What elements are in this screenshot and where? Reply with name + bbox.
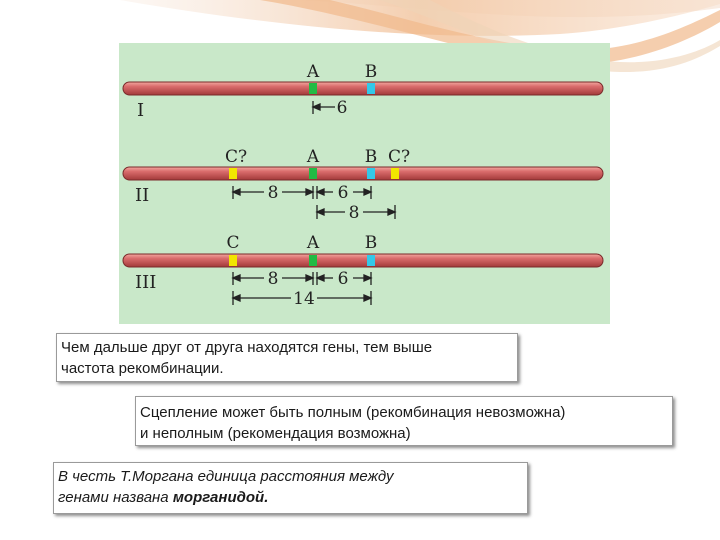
recombination-note: Чем дальше друг от друга находятся гены,… xyxy=(56,333,518,382)
note-line: Сцепление может быть полным (рекомбинаци… xyxy=(140,404,566,421)
morganida-note: В честь Т.Моргана единица расстояния меж… xyxy=(53,462,528,514)
row-numeral: II xyxy=(135,185,149,206)
gene-marker-a xyxy=(309,255,317,266)
distance-arrow xyxy=(311,101,335,114)
chromosome-1 xyxy=(122,81,604,96)
note-text: генами названа xyxy=(58,489,173,506)
distance-arrow xyxy=(231,186,315,199)
distance-label: 14 xyxy=(293,289,315,309)
gene-map-figure: A B I 6 C? A B C? II 8 xyxy=(119,43,610,324)
gene-label-c-right: C? xyxy=(388,147,410,167)
chromosome-2 xyxy=(122,166,604,181)
gene-label-c-left: C? xyxy=(225,147,247,167)
gene-label-b: B xyxy=(365,233,378,253)
note-line: частота рекомбинации. xyxy=(61,360,224,377)
gene-marker-b xyxy=(367,255,375,266)
distance-label: 6 xyxy=(337,98,348,118)
gene-map-diagram: A B I 6 C? A B C? II 8 xyxy=(122,62,604,309)
distance-label: 8 xyxy=(349,203,360,223)
distance-label: 8 xyxy=(268,183,279,203)
gene-marker-b xyxy=(367,83,375,94)
gene-marker-c xyxy=(229,255,237,266)
distance-arrow xyxy=(231,272,315,285)
distance-arrow xyxy=(315,272,373,285)
gene-marker-a xyxy=(309,83,317,94)
gene-label-a: A xyxy=(306,233,320,253)
distance-label: 6 xyxy=(338,269,349,289)
row-numeral: I xyxy=(137,100,144,121)
gene-label-a: A xyxy=(306,62,320,82)
distance-label: 8 xyxy=(268,269,279,289)
row-numeral: III xyxy=(135,272,156,293)
gene-label-b: B xyxy=(365,62,378,82)
distance-arrow xyxy=(315,205,397,219)
header-decoration xyxy=(0,0,720,73)
distance-arrow xyxy=(315,186,373,199)
note-line: В честь Т.Моргана единица расстояния меж… xyxy=(58,468,394,485)
gene-marker-a xyxy=(309,168,317,179)
term-morganida: морганидой. xyxy=(172,489,269,506)
linkage-note: Сцепление может быть полным (рекомбинаци… xyxy=(135,396,673,446)
chromosome-3 xyxy=(122,253,604,268)
gene-marker-b xyxy=(367,168,375,179)
distance-arrow xyxy=(231,291,373,305)
gene-label-a: A xyxy=(306,147,320,167)
gene-label-b: B xyxy=(365,147,378,167)
gene-marker-c-left xyxy=(229,168,237,179)
note-line: Чем дальше друг от друга находятся гены,… xyxy=(61,339,433,356)
distance-label: 6 xyxy=(338,183,349,203)
note-line: генами названа морганидой. xyxy=(58,487,523,508)
gene-marker-c-right xyxy=(391,168,399,179)
note-line: и неполным (рекомендация возможна) xyxy=(140,425,411,442)
gene-label-c: C xyxy=(226,233,239,253)
